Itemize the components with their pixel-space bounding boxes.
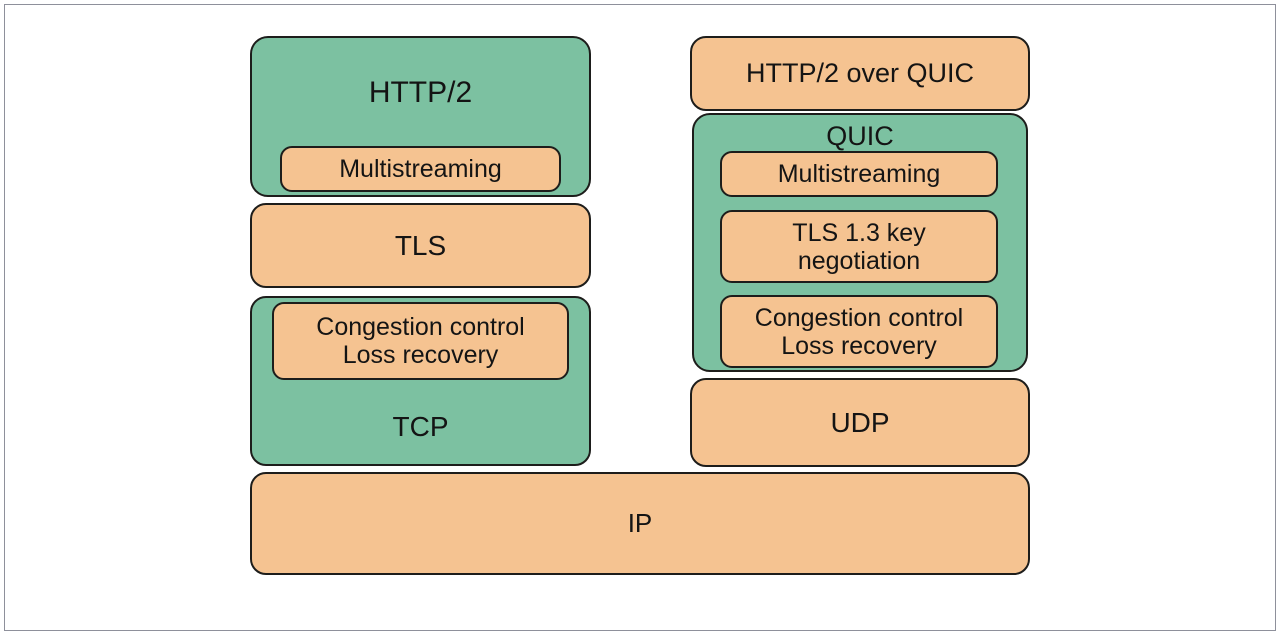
node-ip-label: IP <box>627 507 653 538</box>
node-quic-congestion-control[interactable]: Congestion control Loss recovery <box>720 295 998 368</box>
node-udp[interactable]: UDP <box>690 378 1030 467</box>
node-tls-label: TLS <box>394 229 447 261</box>
node-ip[interactable]: IP <box>250 472 1030 575</box>
node-tcp-congestion-control-label: Congestion control Loss recovery <box>316 313 525 369</box>
node-tls[interactable]: TLS <box>250 203 591 288</box>
node-http2-multistreaming-label: Multistreaming <box>339 155 502 183</box>
node-http2-over-quic-label: HTTP/2 over QUIC <box>745 58 975 89</box>
node-quic-tls13-key-negotiation[interactable]: TLS 1.3 key negotiation <box>720 210 998 283</box>
node-http2-label: HTTP/2 <box>368 76 473 109</box>
node-quic-tls13-key-negotiation-label: TLS 1.3 key negotiation <box>792 218 926 275</box>
node-tcp-congestion-control[interactable]: Congestion control Loss recovery <box>272 302 569 380</box>
node-http2-over-quic[interactable]: HTTP/2 over QUIC <box>690 36 1030 111</box>
node-udp-label: UDP <box>830 406 890 438</box>
node-tcp-label: TCP <box>392 410 449 442</box>
node-quic-label: QUIC <box>826 121 894 151</box>
node-quic-congestion-control-label: Congestion control Loss recovery <box>754 303 964 360</box>
node-quic-multistreaming-label: Multistreaming <box>777 160 941 188</box>
node-http2-multistreaming[interactable]: Multistreaming <box>280 146 561 192</box>
node-quic-multistreaming[interactable]: Multistreaming <box>720 151 998 197</box>
